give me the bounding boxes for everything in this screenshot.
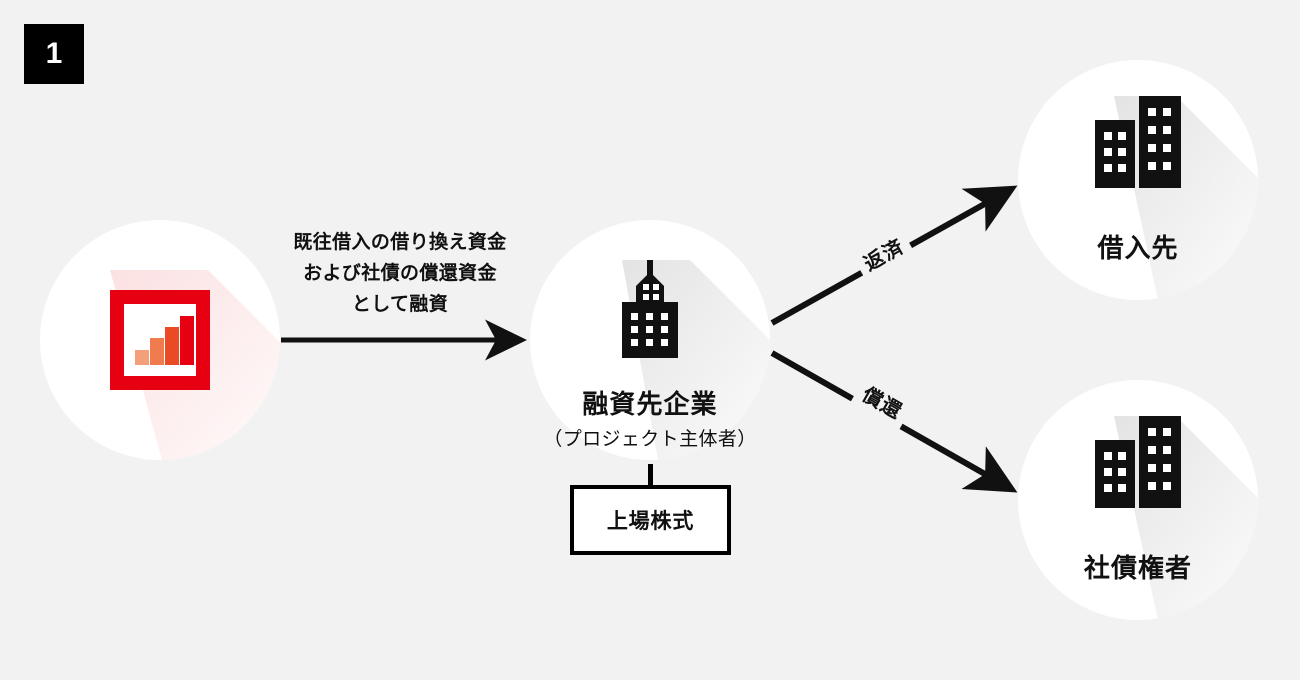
bar-chart-icon	[40, 220, 280, 460]
listed-stock-label: 上場株式	[606, 510, 695, 533]
sponsor-disc	[40, 220, 280, 460]
borrower-title: 融資先企業	[582, 389, 718, 419]
funding-note-line-2: および社債の償還資金	[303, 262, 497, 284]
office-buildings-icon	[1018, 380, 1258, 620]
stock-box-connector	[648, 464, 653, 486]
step-badge-number: 1	[45, 37, 63, 70]
bondholder-title: 社債権者	[1083, 553, 1193, 583]
skyscraper-icon	[530, 220, 770, 460]
borrower-subtitle: （プロジェクト主体者）	[543, 429, 757, 450]
funding-note-line-3: として融資	[351, 293, 449, 315]
office-buildings-icon	[1018, 60, 1258, 300]
lender-title: 借入先	[1097, 233, 1179, 263]
funding-note-line-1: 既往借入の借り換え資金	[293, 232, 507, 253]
step-badge: 1	[24, 24, 84, 84]
listed-stock-box: 上場株式	[570, 485, 731, 555]
funding-note: 既往借入の借り換え資金 および社債の償還資金 として融資	[255, 228, 545, 320]
